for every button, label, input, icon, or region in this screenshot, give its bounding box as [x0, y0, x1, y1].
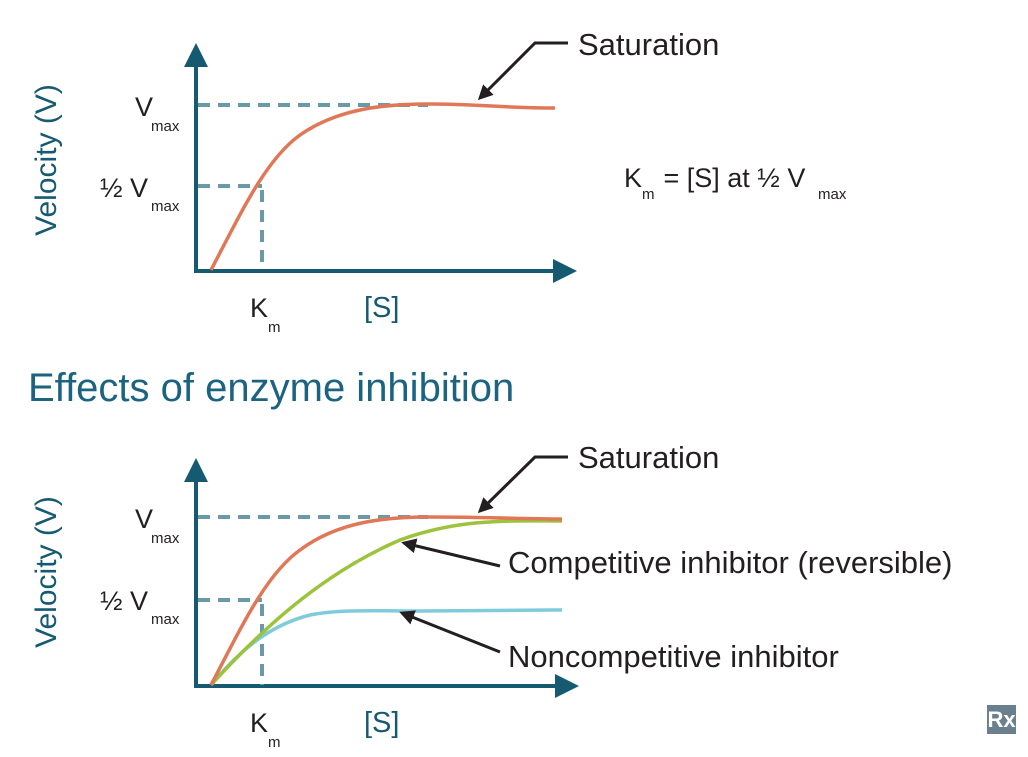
- half-vmax-sub: max: [151, 611, 180, 628]
- half-vmax-sub: max: [151, 198, 180, 215]
- saturation-label: Saturation: [578, 27, 719, 62]
- competitive-curve: [209, 519, 563, 687]
- competitive-arrow: [401, 538, 501, 568]
- velocity-curve: [209, 102, 556, 271]
- vmax-label: V: [135, 92, 153, 122]
- y-axis-label: Velocity (V): [30, 496, 63, 648]
- competitive-label: Competitive inhibitor (reversible): [508, 545, 953, 580]
- vmax-sub: max: [151, 118, 180, 135]
- half-vmax-label: ½ V: [100, 173, 148, 203]
- km-sub: m: [268, 734, 281, 751]
- formula-v-sub: max: [818, 186, 847, 203]
- uninhibited-curve: [209, 515, 563, 686]
- noncompetitive-arrow: [399, 610, 501, 654]
- half-vmax-label: ½ V: [100, 586, 148, 616]
- x-axis-label: [S]: [364, 292, 399, 324]
- km-formula: K m = [S] at ½ V max: [624, 163, 847, 203]
- top-chart: Saturation Velocity (V) V max ½ V max K …: [30, 27, 847, 336]
- formula-k: K: [624, 163, 642, 193]
- x-axis-label: [S]: [364, 707, 399, 739]
- bottom-chart: Saturation Competitive inhibitor (revers…: [30, 440, 953, 751]
- rx-logo: Rx: [987, 705, 1016, 734]
- km-label: K: [250, 708, 268, 738]
- vmax-sub: max: [151, 530, 180, 547]
- vmax-label: V: [135, 504, 153, 534]
- section-title: Effects of enzyme inhibition: [28, 366, 515, 410]
- noncompetitive-label: Noncompetitive inhibitor: [508, 639, 839, 674]
- formula-k-sub: m: [642, 186, 655, 203]
- saturation-label: Saturation: [578, 440, 719, 475]
- km-sub: m: [268, 319, 281, 336]
- y-axis-label: Velocity (V): [30, 84, 63, 236]
- formula-text: = [S] at ½ V: [656, 163, 805, 193]
- saturation-arrow: [477, 455, 568, 514]
- km-label: K: [250, 293, 268, 323]
- saturation-arrow: [477, 41, 568, 101]
